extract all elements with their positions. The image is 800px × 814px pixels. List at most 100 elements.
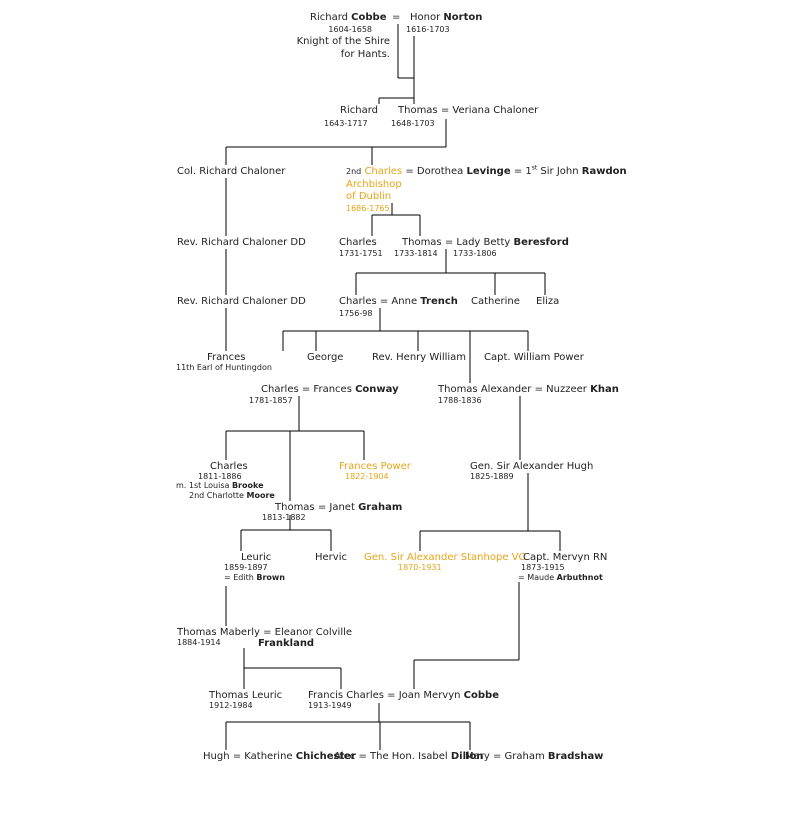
title-line: Knight of the Shire (296, 36, 390, 47)
dates: 1870-1931 (398, 563, 442, 572)
couple-thomas-nuzzeer: Thomas Alexander = Nuzzeer Khan (438, 384, 619, 395)
surname: Cobbe (351, 12, 387, 23)
person-gen-sir-alexander-stanhope: Gen. Sir Alexander Stanhope VC (364, 552, 526, 563)
dates: 1811-1886 (198, 472, 242, 481)
surname: Cobbe (463, 690, 499, 701)
person-rev-henry-william: Rev. Henry William (372, 352, 467, 363)
surname: Brown (256, 573, 285, 582)
couple-names: Thomas = Janet (275, 502, 355, 513)
spouse: 2nd Charlotte (189, 491, 244, 500)
couple-names: Thomas = Lady Betty (402, 237, 511, 248)
couple-charles-frances: Charles = Frances Conway (261, 384, 399, 395)
dates: 1731-1751 (339, 249, 383, 258)
person-rev-richard-chaloner: Rev. Richard Chaloner DD (177, 237, 306, 248)
dates: 1604-1658 (328, 25, 372, 34)
person-capt-william-power: Capt. William Power (484, 352, 584, 363)
surname: Conway (355, 384, 399, 395)
person-rev-richard-chaloner-2: Rev. Richard Chaloner DD (177, 296, 306, 307)
marriage-sign: = (392, 12, 401, 23)
given-name: Sir John (540, 166, 579, 177)
surname: Frankland (258, 638, 315, 649)
given-name: Charles (364, 166, 403, 177)
ordinal: = 1st (513, 164, 538, 177)
couple-names: Thomas Alexander = Nuzzeer (438, 384, 587, 395)
given-name: Honor (410, 12, 441, 23)
dates: 1733-1806 (453, 249, 497, 258)
surname: Beresford (513, 237, 569, 248)
surname: Graham (358, 502, 403, 513)
person-thomas-leuric: Thomas Leuric (209, 690, 283, 701)
person-charles: Charles (339, 237, 377, 248)
couple-mary-graham: Mary = Graham Bradshaw (465, 751, 603, 762)
dates: 1643-1717 (324, 119, 368, 128)
person-capt-mervyn: Capt. Mervyn RN (523, 552, 608, 563)
dates: 1813-1882 (262, 513, 306, 522)
surname: Rawdon (581, 166, 627, 177)
person-hervic: Hervic (315, 552, 347, 563)
person-frances: Frances (207, 352, 246, 363)
spouse: = Edith (224, 573, 254, 582)
title-line: for Hants. (340, 49, 390, 60)
couple-names: Hugh = Katherine (203, 751, 293, 762)
couple-thomas-janet: Thomas = Janet Graham (275, 502, 402, 513)
person-leuric: Leuric (241, 552, 272, 563)
couple-thomas-veriana: Thomas = Veriana Chaloner (398, 105, 539, 116)
person-honor-norton: Honor Norton (410, 12, 482, 23)
ordinal: 2nd (346, 167, 362, 176)
couple-names: Francis Charles = Joan Mervyn (308, 690, 461, 701)
spouse-line: 2nd Charlotte Moore (189, 491, 275, 501)
couple-names: Charles = Anne (339, 296, 418, 307)
couple-thomas-eleanor: Thomas Maberly = Eleanor Colville (177, 627, 353, 638)
spouse: m. 1st Louisa (176, 481, 230, 490)
dates: 1616-1703 (406, 25, 450, 34)
dates: 1648-1703 (391, 119, 435, 128)
person-richard: Richard (340, 105, 378, 116)
dates: 1912-1984 (209, 701, 253, 710)
surname: Norton (443, 12, 483, 23)
title-line: 11th Earl of Huntingdon (176, 363, 272, 372)
spouse-line: = Edith Brown (224, 573, 285, 583)
dates: 1825-1889 (470, 472, 514, 481)
dates: 1733-1814 (394, 249, 438, 258)
couple-thomas-betty: Thomas = Lady Betty Beresford (402, 237, 569, 248)
dates: 1859-1897 (224, 563, 268, 572)
couple-names: Charles = Frances (261, 384, 352, 395)
couple-francis-joan: Francis Charles = Joan Mervyn Cobbe (308, 690, 499, 701)
title-line: Archbishop (346, 179, 402, 190)
dates: 1822-1904 (345, 472, 389, 481)
surname: Levinge (466, 166, 511, 177)
dates: 1686-1765 (346, 204, 390, 213)
title-line: of Dublin (346, 191, 392, 202)
dates: 1873-1915 (521, 563, 565, 572)
couple-charles-dorothea: 2nd Charles = Dorothea Levinge = 1st Sir… (346, 164, 627, 177)
couple-charles-anne: Charles = Anne Trench (339, 296, 458, 307)
surname: Moore (246, 491, 275, 500)
person-richard-cobbe: Richard Cobbe (310, 12, 386, 23)
surname: Khan (590, 384, 619, 395)
spouse: = Maude (518, 573, 555, 582)
dates: 1756-98 (339, 309, 373, 318)
couple-alec-isabel: Alec = The Hon. Isabel Dillon (334, 751, 483, 762)
surname: Bradshaw (547, 751, 604, 762)
person-gen-sir-alexander-hugh: Gen. Sir Alexander Hugh (470, 461, 594, 472)
surname: Dillon (450, 751, 484, 762)
spouse-line: m. 1st Louisa Brooke (176, 481, 264, 491)
surname: Trench (420, 296, 458, 307)
spouse: = Dorothea (405, 166, 464, 177)
dates: 1788-1836 (438, 396, 482, 405)
person-frances-power: Frances Power (339, 461, 411, 472)
couple-names: Alec = The Hon. Isabel (334, 751, 448, 762)
person-catherine: Catherine (471, 296, 520, 307)
person-charles-1811: Charles (210, 461, 248, 472)
surname: Arbuthnot (556, 573, 603, 582)
surname: Chichester (295, 751, 356, 762)
dates: 1913-1949 (308, 701, 352, 710)
dates: 1781-1857 (249, 396, 293, 405)
spouse-line: = Maude Arbuthnot (518, 573, 603, 583)
dates: 1884-1914 (177, 638, 221, 647)
person-george: George (307, 352, 344, 363)
couple-names: Mary = Graham (465, 751, 545, 762)
given-name: Richard (310, 12, 348, 23)
couple-hugh-katherine: Hugh = Katherine Chichester (203, 751, 356, 762)
